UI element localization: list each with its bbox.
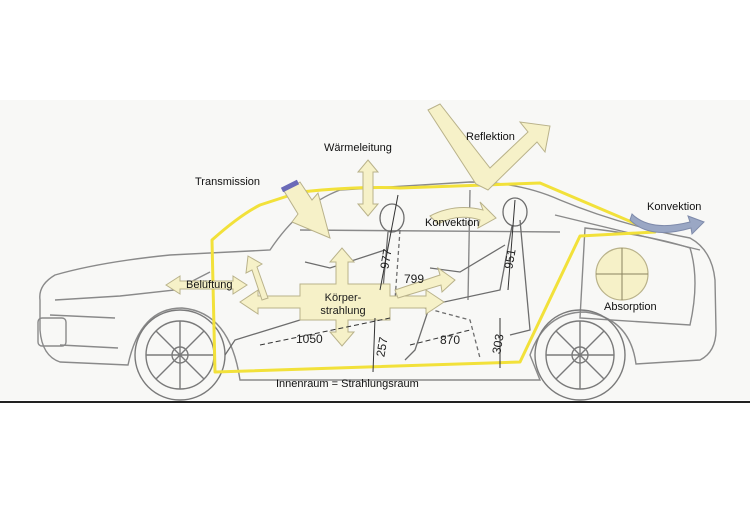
dimension-799: 799 [404,272,425,286]
body-radiation-arrows [239,247,456,347]
front-wheel [134,309,226,401]
convection-outer-label: Konvektion [647,201,702,213]
convection-inner-label: Konvektion [425,217,480,229]
reflection-label: Reflektion [466,131,515,143]
absorption-symbol [595,247,649,301]
convection-inner-arrow [429,201,497,229]
cabin-outline [210,181,657,374]
interior-space-label: Innenraum = Strahlungsraum [276,378,419,390]
body-radiation-label-line2: strahlung [320,305,366,317]
transmission-band [280,179,300,193]
transmission-arrow [283,181,331,239]
absorption-label: Absorption [604,301,657,313]
body-radiation-label-line1: Körper- [324,292,362,304]
dimension-lines [259,194,516,373]
reflection-arrow [427,103,551,191]
heat-conduction-arrow [356,159,380,217]
transmission-label: Transmission [195,176,260,188]
ventilation-arrow [165,275,248,295]
heat-conduction-label: Wärmeleitung [324,142,392,154]
dimension-870: 870 [440,333,461,347]
convection-outer-arrow [629,213,705,236]
rear-wheel [534,309,626,401]
ventilation-label: Belüftung [186,279,233,291]
dimension-1050: 1050 [296,332,323,346]
